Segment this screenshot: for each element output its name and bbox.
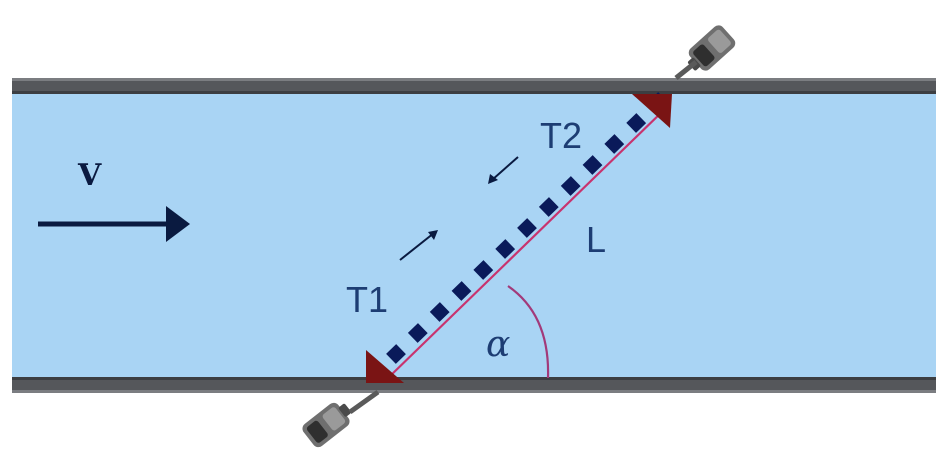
t2-direction-arrow-icon [488,156,519,184]
lower-sensor-icon [302,402,351,448]
beam-dot [626,113,647,133]
angle-arc [507,285,550,379]
beam-dot [386,344,406,364]
beam-dot [407,323,428,343]
path-length-label: L [586,219,606,260]
beam-dot [495,239,516,259]
beam-dot [560,176,581,196]
beam-dot [538,197,559,217]
beam-dot [451,281,472,301]
lower-sensor-stem [348,389,380,415]
flow-arrow-icon [38,206,190,242]
fluid-region [12,93,936,378]
beam-dot [582,155,603,175]
pipe-top-wall [12,78,936,94]
ultrasonic-beam [386,92,668,364]
velocity-label: V [77,158,102,193]
beam-dot [429,302,450,322]
beam-dot [604,134,625,154]
angle-label: α [486,324,510,365]
upstream-transducer-wedge [366,350,404,383]
downstream-transducer-wedge [632,94,672,128]
beam-dot [517,218,537,238]
beam-dot [473,260,494,280]
t1-label: T1 [346,279,388,320]
path-line [387,107,667,379]
pipe-bottom-wall [12,377,936,393]
t1-direction-arrow-icon [399,230,438,261]
t2-label: T2 [540,115,582,156]
upper-sensor-icon [688,25,736,71]
upper-sensor-stem [674,60,698,80]
